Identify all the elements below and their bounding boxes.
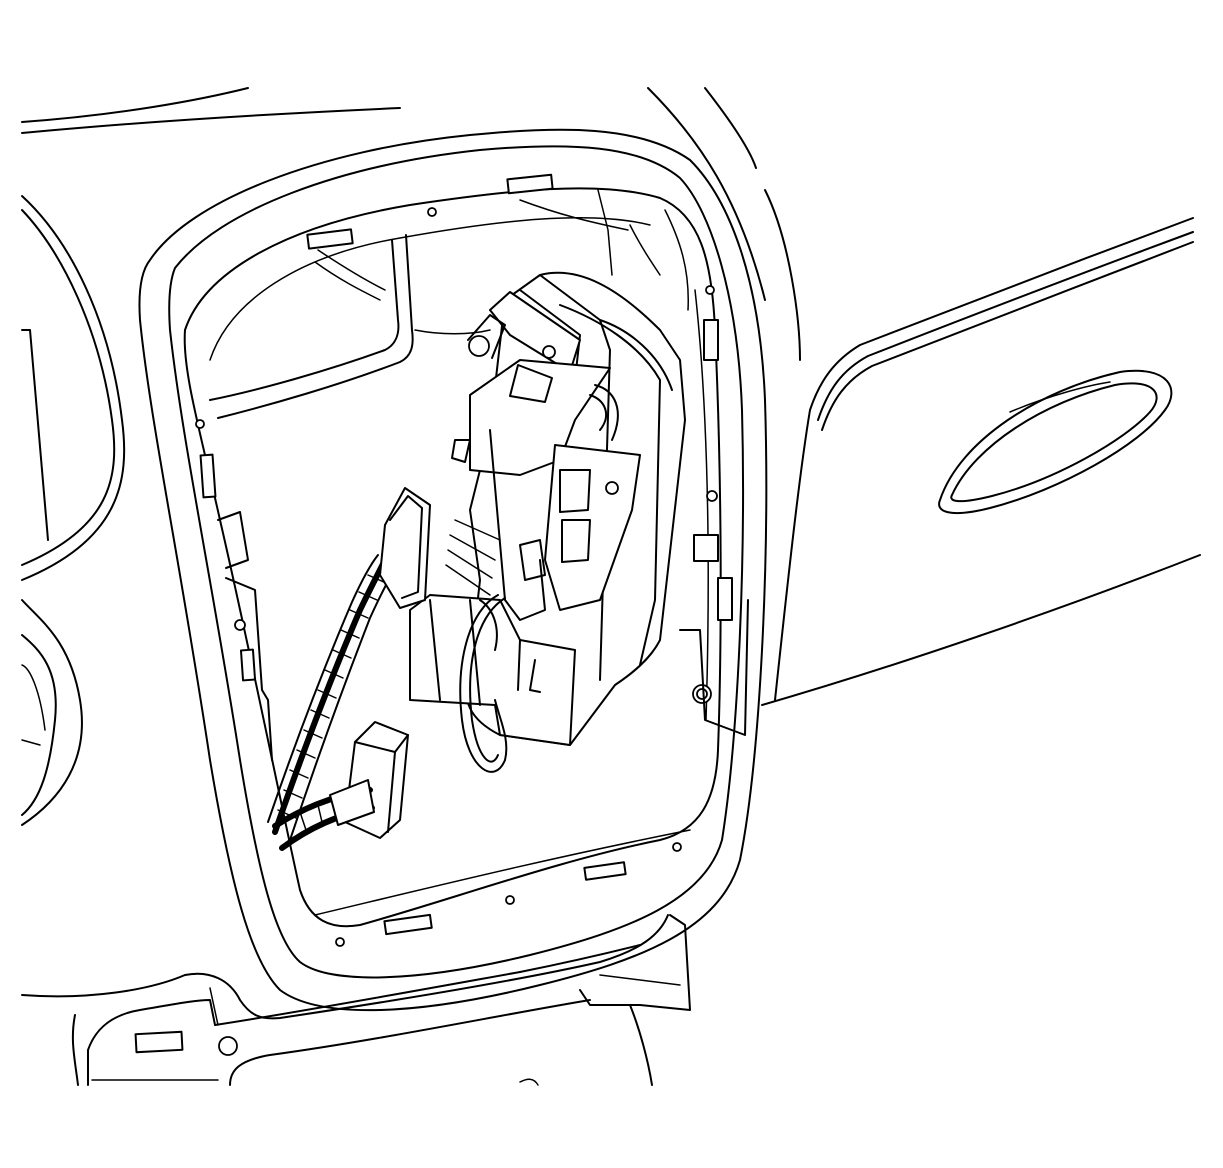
upper-connector xyxy=(379,487,431,609)
quarter-panel xyxy=(761,217,1201,706)
harness-ribs xyxy=(277,574,387,819)
inner-back-panel xyxy=(209,189,690,419)
fastener-holes xyxy=(195,207,718,1056)
lower-connector xyxy=(272,721,409,851)
door-handle-recess xyxy=(938,369,1173,515)
opening-outer-frame xyxy=(138,128,768,1012)
lamp-housing xyxy=(409,271,686,746)
lower-bumper xyxy=(21,914,691,1086)
frame-clips xyxy=(134,173,733,1054)
wiring-harness xyxy=(267,554,396,841)
left-panel xyxy=(21,195,126,826)
wiring-pigtail xyxy=(459,594,508,773)
left-brackets xyxy=(217,511,749,761)
roof-lines xyxy=(21,87,801,361)
